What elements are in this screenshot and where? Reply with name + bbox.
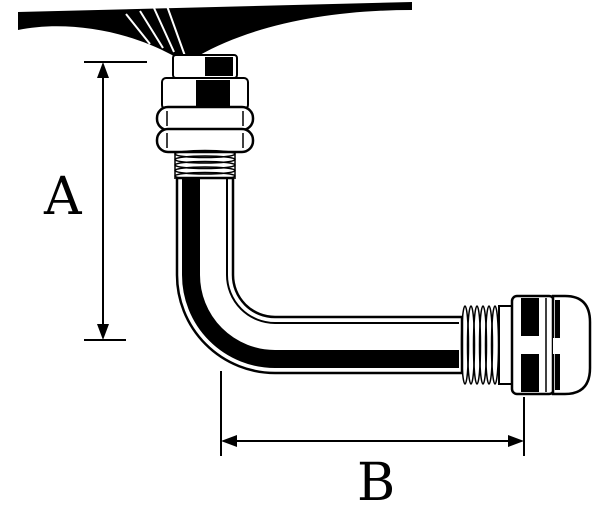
valve-end-threads [460,305,500,385]
tube-rubber-band [182,179,459,368]
tube-inner-line [226,179,459,324]
knurled-collar [155,105,255,154]
valve-stem [155,54,464,375]
cap-dome [551,294,592,396]
tube-outline [175,176,464,375]
cap-connector-band [498,305,513,385]
collar-lower-ring [155,127,255,154]
end-thread-ridge [472,305,482,385]
thread-ridge [174,149,236,159]
stem-lower-nut-shading [196,80,230,107]
dim-a-arrowhead-up [97,62,109,78]
dim-b-arrowhead-right [508,435,524,447]
dimension-b-label: B [357,453,395,513]
thread-ridge [174,166,236,175]
hatch-line [139,10,164,49]
valve-cap [498,294,592,396]
stem-top-nut-shading [205,57,233,76]
thread-ridge [174,155,236,164]
bent-tube [175,176,464,375]
stem-threads [174,149,236,181]
dimension-a: A [43,61,147,341]
hatch-line [125,13,151,45]
cap-body-highlight [514,336,552,354]
end-thread-ridge [460,305,470,385]
dimension-a-label: A [43,167,83,227]
dim-a-arrowhead-down [97,324,109,340]
hatch-line [153,7,175,53]
cap-dome-highlight [553,338,562,354]
dimension-b: B [220,371,525,513]
end-thread-ridge [484,305,494,385]
tire-hatch-lines [125,5,186,57]
tire-section [18,2,412,61]
end-thread-ridge [466,305,476,385]
thread-ridge [174,160,236,170]
hatch-line [166,5,186,57]
collar-upper-ring [155,105,255,132]
end-thread-ridge [478,305,488,385]
dim-b-arrowhead-left [221,435,237,447]
tire-body [18,2,412,61]
